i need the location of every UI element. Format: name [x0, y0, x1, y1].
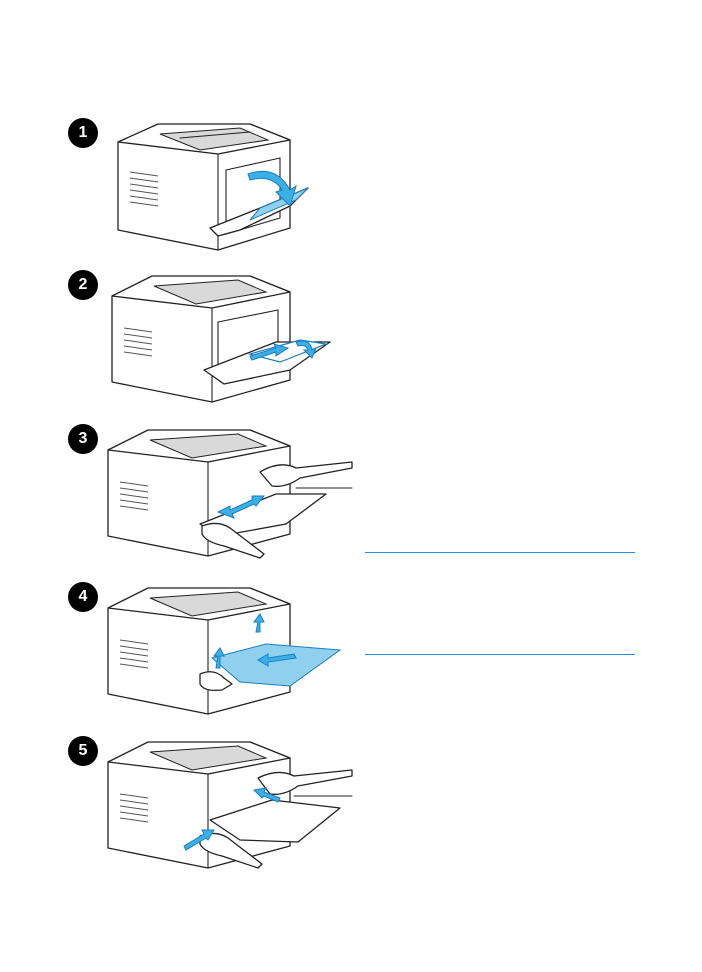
printer-illustration-adjust-guides-icon	[107, 429, 353, 559]
printer-illustration-extension-icon	[111, 275, 331, 403]
divider	[365, 552, 635, 553]
printer-illustration-load-paper-icon	[107, 587, 342, 715]
step-number-badge: 4	[68, 582, 98, 612]
step-1: 1	[0, 110, 702, 260]
printer-illustration-slide-guides-icon	[107, 741, 353, 869]
step-5: 5	[0, 728, 702, 878]
step-number-badge: 2	[68, 270, 98, 300]
step-4: 4	[0, 574, 702, 724]
vent-icon	[119, 481, 149, 511]
step-number-badge: 3	[68, 424, 98, 454]
divider	[365, 654, 635, 655]
vent-icon	[119, 793, 149, 823]
step-3: 3	[0, 416, 702, 566]
step-number-badge: 1	[68, 118, 98, 148]
vent-icon	[119, 639, 149, 669]
printer-illustration-open-tray-icon	[117, 123, 309, 251]
vent-icon	[123, 327, 153, 357]
step-2: 2	[0, 262, 702, 412]
vent-icon	[129, 171, 159, 207]
step-number-badge: 5	[68, 736, 98, 766]
